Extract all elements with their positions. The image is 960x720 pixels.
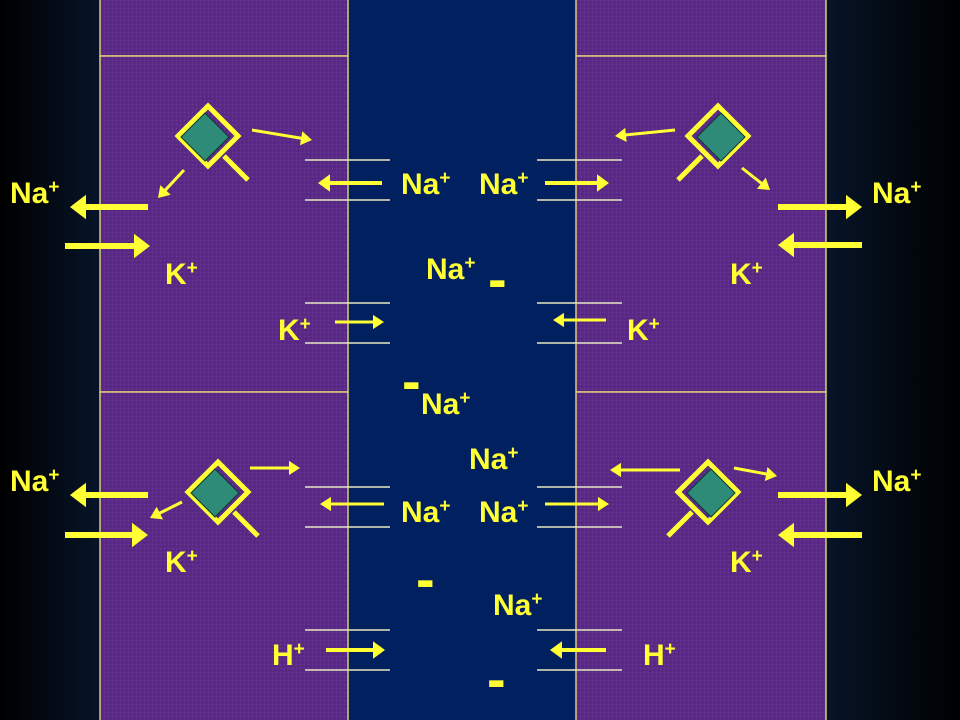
- apical-k-top-right: K+: [627, 314, 660, 347]
- basolateral-k-top-right: K+: [730, 258, 763, 291]
- arrow-pump-in-bottom-left: [250, 460, 300, 476]
- arrow-pump-out-bottom-left: [150, 500, 183, 520]
- channel-na-top-right: [537, 159, 622, 201]
- cell-left-top-partial: [99, 0, 349, 57]
- interstitium-left: [0, 0, 100, 720]
- basolateral-k-top-left: K+: [165, 258, 198, 291]
- arrow-na-in-top-left: [318, 174, 382, 192]
- arrow-na-exit-top-left: [70, 194, 148, 220]
- cell-right-top-partial: [575, 0, 827, 57]
- arrow-na-exit-top-right: [778, 194, 862, 220]
- apical-k-top-left: K+: [278, 314, 311, 347]
- channel-na-top-left: [305, 159, 390, 201]
- tubule-lumen: [348, 0, 576, 720]
- arrow-h-out-right: [550, 641, 606, 659]
- apical-h-left: H+: [272, 639, 305, 672]
- arrow-pump-out-top-left: [158, 168, 186, 198]
- arrow-k-out-right: [553, 312, 606, 328]
- lumen-na-1: Na+: [426, 253, 475, 286]
- basolateral-k-bottom-right: K+: [730, 546, 763, 579]
- negative-charge-1: -: [488, 247, 507, 310]
- lumen-na-3: Na+: [469, 443, 518, 476]
- channel-h-right: [537, 629, 622, 671]
- apical-na-top-left: Na+: [401, 168, 450, 201]
- channel-na-bottom-right: [537, 486, 622, 528]
- negative-charge-2: -: [402, 349, 421, 412]
- arrow-k-entry-bottom-left: [65, 522, 148, 548]
- arrow-na-in-bottom-right: [545, 496, 609, 512]
- arrow-pump-out-top-right: [741, 166, 770, 190]
- arrows-layer: [65, 127, 862, 659]
- arrow-k-entry-top-right: [778, 232, 862, 258]
- basolateral-na-bottom-right: Na+: [872, 465, 921, 498]
- na-k-pump-bottom-right: [666, 458, 742, 538]
- negative-charge-4: -: [487, 647, 506, 710]
- basolateral-k-bottom-left: K+: [165, 546, 198, 579]
- cell-right-upper: [575, 55, 827, 393]
- arrow-pump-in-bottom-right: [610, 462, 680, 478]
- basolateral-na-top-right: Na+: [872, 177, 921, 210]
- cell-left-lower: [99, 391, 349, 720]
- channel-na-bottom-left: [305, 486, 390, 528]
- cell-left-upper: [99, 55, 349, 393]
- channel-k-left: [305, 302, 390, 344]
- arrow-na-exit-bottom-left: [70, 482, 148, 508]
- channel-h-left: [305, 629, 390, 671]
- negative-charge-3: -: [416, 547, 435, 610]
- labels-layer: Na+ K+ Na+ K+ Na+ Na+ Na+ K+ K+ Na+ Na+ …: [10, 168, 921, 710]
- arrow-na-exit-bottom-right: [778, 482, 862, 508]
- lumen-na-2: Na+: [421, 388, 470, 421]
- arrow-k-entry-top-left: [65, 233, 150, 259]
- arrow-k-out-left: [335, 314, 384, 330]
- apical-h-right: H+: [643, 639, 676, 672]
- basolateral-na-top-left: Na+: [10, 177, 59, 210]
- arrow-k-entry-bottom-right: [778, 522, 862, 548]
- arrow-na-in-bottom-left: [320, 496, 384, 512]
- arrow-pump-in-top-right: [615, 127, 676, 142]
- channel-k-right: [537, 302, 622, 344]
- basolateral-na-bottom-left: Na+: [10, 465, 59, 498]
- arrow-h-out-left: [326, 641, 385, 659]
- arrow-na-in-top-right: [545, 174, 609, 192]
- na-k-pump-bottom-left: [184, 458, 260, 538]
- apical-na-top-right: Na+: [479, 168, 528, 201]
- apical-na-bottom-left: Na+: [401, 496, 450, 529]
- arrow-pump-out-bottom-right: [733, 466, 777, 481]
- na-k-pump-top-right: [676, 102, 752, 182]
- arrow-pump-in-top-left: [251, 128, 312, 146]
- interstitium-right: [826, 0, 960, 720]
- na-k-pump-top-left: [174, 102, 250, 182]
- lumen-na-4: Na+: [493, 589, 542, 622]
- apical-na-bottom-right: Na+: [479, 496, 528, 529]
- cell-right-lower: [575, 391, 827, 720]
